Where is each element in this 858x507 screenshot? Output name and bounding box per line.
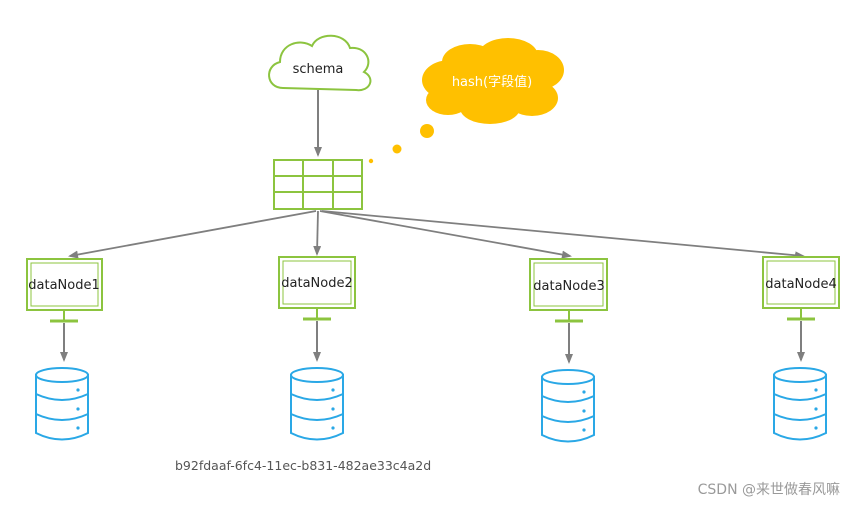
monitor-icon [26, 258, 103, 323]
node-1-label: dataNode1 [28, 278, 99, 293]
schema-label: schema [293, 62, 344, 77]
data-node-3: dataNode3 [529, 258, 608, 443]
database-icon [541, 369, 595, 443]
database-icon [773, 367, 827, 441]
thought-bubble-dot-small [368, 158, 374, 164]
table-grid-icon [273, 159, 363, 210]
hash-label: hash(字段值) [452, 74, 532, 90]
node-4-label: dataNode4 [765, 277, 836, 292]
node-2-label: dataNode2 [281, 276, 352, 291]
database-icon [35, 367, 89, 441]
thought-bubble-dot-large [420, 124, 434, 138]
data-node-2: dataNode2 [278, 256, 356, 441]
monitor-icon [529, 258, 608, 323]
data-node-1: dataNode1 [26, 258, 103, 441]
arrow-table-to-node3 [319, 210, 572, 259]
arrow-table-to-node2 [313, 210, 322, 256]
arrow-table-to-node4 [321, 210, 805, 260]
hash-thought-cloud-icon: hash(字段值) [368, 38, 564, 164]
monitor-icon [762, 256, 840, 321]
database-icon [290, 367, 344, 441]
thought-bubble-dot-medium [392, 144, 402, 154]
monitor-icon [278, 256, 356, 321]
node-3-label: dataNode3 [533, 279, 604, 294]
data-node-4: dataNode4 [762, 256, 840, 441]
caption-id: b92fdaaf-6fc4-11ec-b831-482ae33c4a2d [175, 458, 431, 473]
schema-cloud-icon: schema [268, 34, 372, 92]
arrow-table-to-node1 [68, 210, 317, 259]
watermark: CSDN @来世做春风嘛 [698, 482, 840, 498]
